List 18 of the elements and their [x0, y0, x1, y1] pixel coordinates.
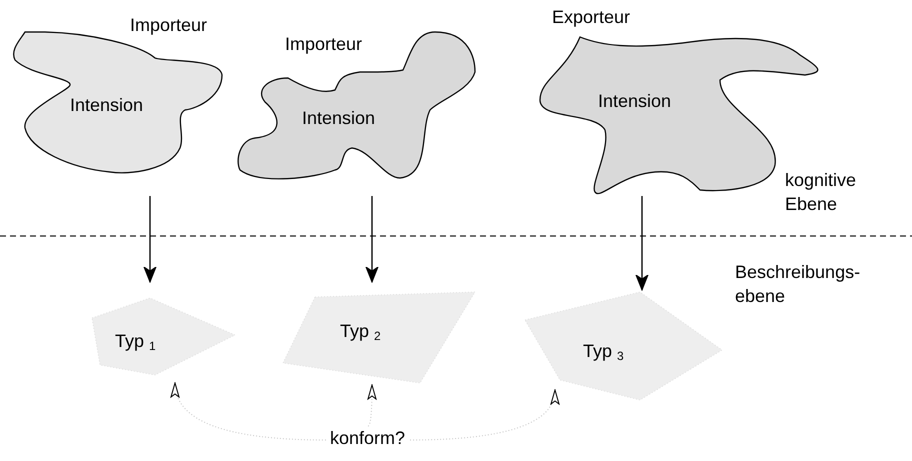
role-label: Importeur — [130, 14, 208, 36]
arrow — [172, 382, 326, 440]
node-label: Intension — [302, 107, 376, 129]
role-label: Exporteur — [552, 6, 630, 28]
role-label: Importeur — [285, 33, 362, 55]
level-label: kognitive Ebene — [785, 169, 858, 216]
node-label: Typ $_{1}$ — [115, 330, 156, 355]
node-label: Intension — [598, 90, 672, 112]
arrow — [410, 390, 558, 440]
node-label: Typ $_{3}$ — [583, 340, 624, 365]
node-label: Intension — [70, 94, 144, 116]
question-label: konform? — [330, 426, 406, 450]
node-label: Typ $_{2}$ — [340, 320, 381, 345]
arrow — [366, 196, 378, 282]
level-label: Beschreibungs- ebene — [735, 261, 862, 308]
arrow — [636, 196, 648, 290]
arrow — [144, 196, 156, 282]
arrow — [367, 384, 376, 426]
